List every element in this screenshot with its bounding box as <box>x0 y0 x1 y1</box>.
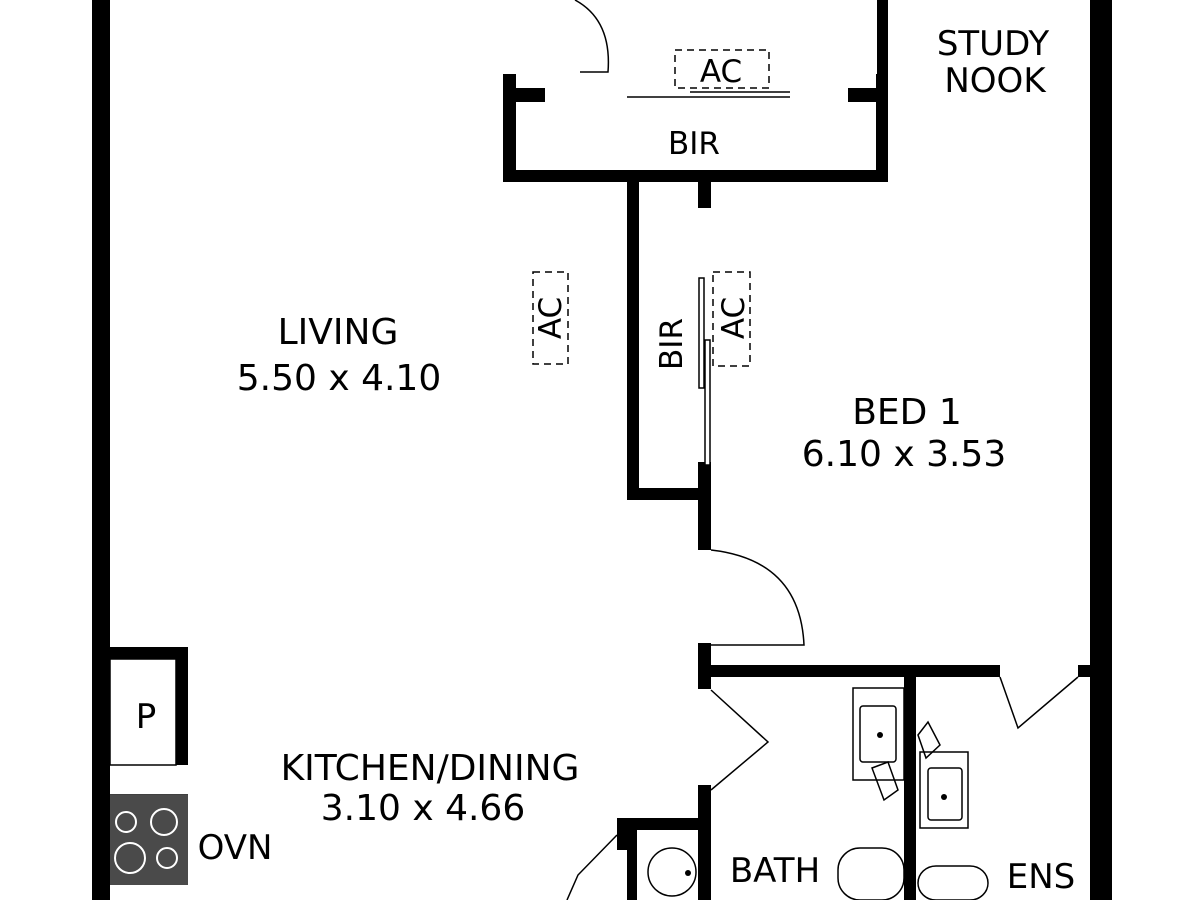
wall-bir-top-stub-right-top <box>876 74 888 88</box>
ens-basin <box>927 767 963 821</box>
wall-bath-west-lower <box>698 785 711 900</box>
wall-bir-top-stub-left-top <box>503 74 515 88</box>
bed1-size: 6.10 x 3.53 <box>802 434 1007 475</box>
fixtures <box>109 658 989 900</box>
wall-pantry-top <box>92 647 188 659</box>
ac-bed-label: AC <box>716 297 752 339</box>
ac-living-label: AC <box>533 297 569 339</box>
wall-laundry-top <box>617 818 711 830</box>
living-name: LIVING <box>278 312 399 353</box>
door-swing-bed <box>710 549 805 646</box>
wall-laundry-inner <box>627 830 637 900</box>
sliding-door-side <box>698 277 711 466</box>
room-labels: STUDY NOOK BIR BIR LIVING 5.50 x 4.10 BE… <box>136 24 1076 897</box>
door-swing-top <box>574 0 610 73</box>
sliding-door-top <box>627 91 790 98</box>
study-nook-label-line2: NOOK <box>944 61 1047 101</box>
bed1-name: BED 1 <box>852 392 962 433</box>
bir-side-label: BIR <box>654 318 690 370</box>
cooktop <box>110 795 188 885</box>
ac-bed-box <box>712 271 751 367</box>
ac-living-box <box>532 271 569 365</box>
wall-east <box>1090 0 1112 900</box>
bath-basin <box>859 705 897 763</box>
wall-pantry-right <box>176 647 188 765</box>
kitchen-dining-name: KITCHEN/DINING <box>281 748 580 789</box>
door-swing-ensuite <box>999 676 1079 730</box>
ac-top-box <box>674 49 770 89</box>
ensuite-label: ENS <box>1007 857 1076 897</box>
oven-label: OVN <box>198 828 273 868</box>
bir-top-label: BIR <box>668 126 720 162</box>
wall-bir-top-stub-right <box>848 88 888 102</box>
bath-toilet <box>837 847 905 900</box>
ac-units: AC AC AC <box>532 49 770 367</box>
wall-bath-top-right <box>1078 665 1112 677</box>
bath-label: BATH <box>730 851 820 891</box>
wall-study-top <box>877 0 888 78</box>
door-swing-laundry <box>566 834 618 900</box>
living-size: 5.50 x 4.10 <box>237 358 442 399</box>
study-nook-label-line1: STUDY <box>937 24 1050 64</box>
kitchen-dining-size: 3.10 x 4.66 <box>321 788 526 829</box>
laundry-tap <box>685 870 691 876</box>
wall-laundry-left <box>617 818 629 850</box>
wall-bir-side-left <box>627 182 639 500</box>
wall-bath-ens-divider <box>904 677 916 900</box>
ens-vanity <box>919 751 969 829</box>
cooktop-burner-1 <box>115 811 137 833</box>
doors <box>566 0 1079 900</box>
cooktop-burner-3 <box>114 842 146 874</box>
pantry-cabinet <box>109 658 177 766</box>
cooktop-burner-2 <box>150 808 178 836</box>
walls <box>92 0 1112 900</box>
bath-tap <box>877 732 883 738</box>
ens-tap <box>941 794 947 800</box>
cooktop-burner-4 <box>156 847 178 869</box>
door-swing-bath <box>710 689 770 791</box>
laundry-basin <box>647 847 697 897</box>
bath-tap-flower <box>871 761 899 802</box>
wall-bir-side-stub <box>698 182 711 208</box>
ac-top-label: AC <box>700 54 742 90</box>
wall-bir-top-stub-left <box>503 88 545 102</box>
wall-west <box>92 0 110 900</box>
ens-toilet <box>917 865 989 900</box>
wall-bed-west-lower <box>698 462 711 550</box>
wall-bir-top-bottom <box>503 170 888 182</box>
pantry-label: P <box>136 697 157 737</box>
wall-bath-top <box>698 665 1000 677</box>
ens-plant <box>917 720 941 760</box>
wall-bir-side-bottom <box>627 488 711 500</box>
wall-bath-west <box>698 643 711 689</box>
